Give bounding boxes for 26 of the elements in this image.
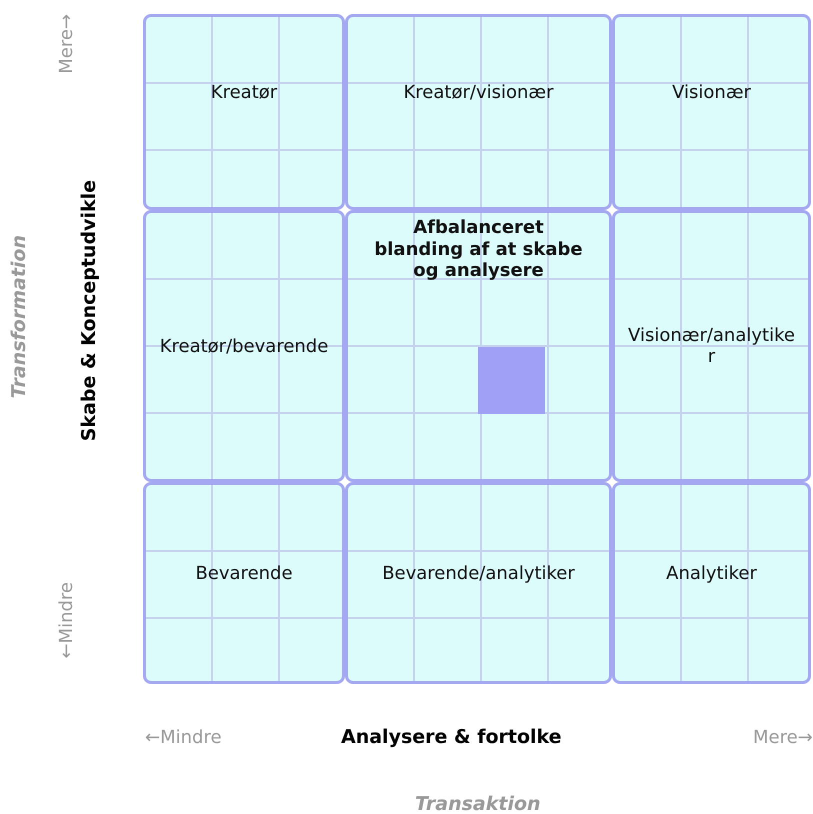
axis-title: Transaktion	[415, 793, 541, 814]
quadrant-cell	[143, 482, 345, 684]
axis-end-label: ←Mindre	[56, 582, 77, 659]
quadrant-cell	[612, 14, 811, 210]
axis-title: Transformation	[8, 235, 30, 398]
quadrant-cell	[345, 14, 612, 210]
axis-end-label: Mere→	[56, 14, 77, 74]
quadrant-label: Visionær	[672, 82, 751, 103]
axis-label: Analysere & fortolke	[341, 726, 562, 748]
quadrant-label: Bevarende	[195, 562, 293, 584]
quadrant-label: Kreatør/bevarende	[160, 336, 328, 356]
quadrant-cell	[612, 482, 811, 684]
axis-label: Skabe & Konceptudvikle	[78, 180, 100, 442]
quadrant-label: Afbalanceret blanding af at skabe og analysere	[373, 217, 584, 282]
quadrant-cell	[612, 210, 811, 482]
quadrant-cell	[143, 14, 345, 210]
axis-end-label: ←Mindre	[145, 727, 222, 748]
quadrant-cell	[345, 210, 612, 482]
quadrant-label: Bevarende/analytiker	[382, 562, 575, 584]
quadrant-label: Kreatør	[210, 82, 278, 103]
quadrant-cell	[345, 482, 612, 684]
quadrant-label: Kreatør/visionær	[404, 82, 554, 103]
quadrant-cell	[143, 210, 345, 482]
quadrant-label: Visionær/analytiker	[627, 325, 796, 367]
axis-end-label: Mere→	[753, 727, 813, 748]
quadrant-label: Analytiker	[666, 562, 757, 584]
